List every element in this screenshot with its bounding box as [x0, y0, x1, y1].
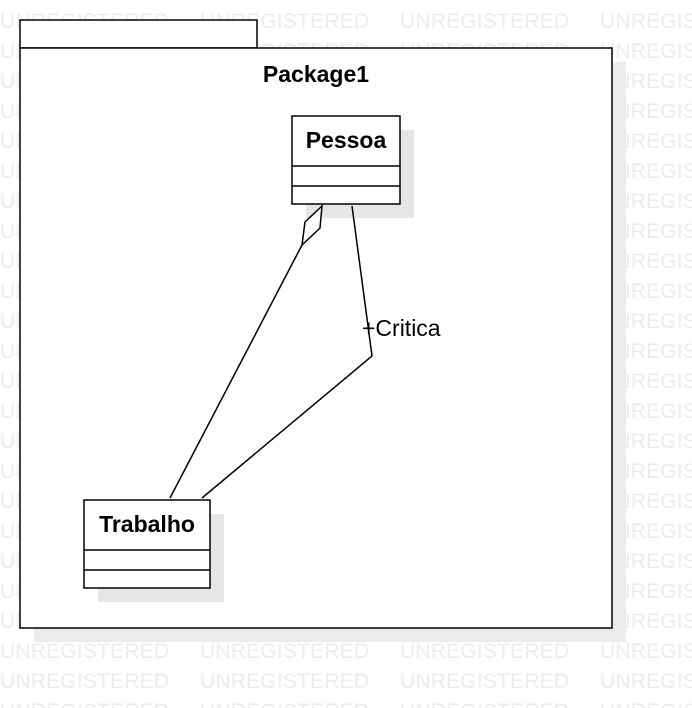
- class-pessoa[interactable]: Pessoa: [291, 115, 414, 218]
- association-relationship[interactable]: +Critica: [201, 205, 441, 499]
- aggregation-relationship[interactable]: [169, 204, 323, 499]
- aggregation-line: [169, 244, 303, 499]
- association-line: [201, 205, 373, 499]
- class-trabalho-name: Trabalho: [99, 511, 195, 537]
- package-name: Package1: [263, 61, 369, 87]
- association-role-label: +Critica: [362, 315, 441, 341]
- class-trabalho-box: [83, 499, 211, 589]
- class-trabalho[interactable]: Trabalho: [83, 499, 224, 602]
- class-pessoa-box: [291, 115, 401, 205]
- class-pessoa-name: Pessoa: [306, 127, 387, 153]
- package-tab[interactable]: [19, 19, 258, 49]
